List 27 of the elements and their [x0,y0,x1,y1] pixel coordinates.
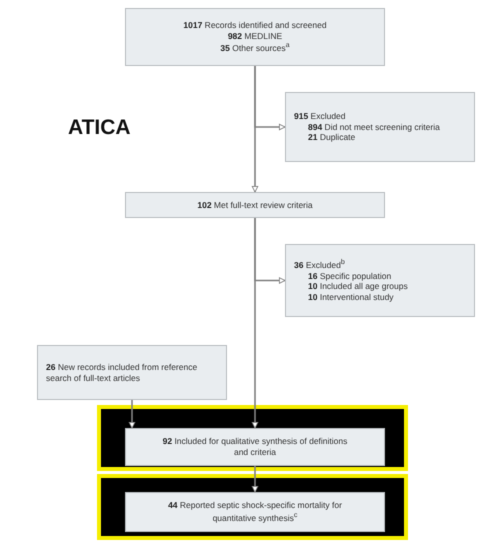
process-box [125,492,385,532]
box-text: 894 Did not meet screening criteria [307,122,440,132]
box-text: 36 Excluded$^{b}$ [294,258,345,271]
box-text: 10 Included all age groups [307,281,408,292]
box-text: 102 Met full-text review criteria [196,200,314,210]
process-box [37,345,227,400]
box-text: 982 MEDLINE [226,30,284,42]
box-text: 35 Other sources$^{a}$ [219,41,291,54]
process-box [285,244,475,317]
process-box [285,92,475,162]
arrow [254,66,286,130]
process-box [125,192,385,218]
process-box [125,428,385,466]
box-text: 21 Duplicate [307,132,356,143]
box-text: 26 New records included from reference search of full-text articles [46,362,198,384]
box-text: 1017 Records identified and screened [182,20,328,31]
box-text: 44 Reported septic shock-specific mortality for quantitative synthesis$^{c}$ [167,500,343,524]
box-text: 16 Specific population [307,270,392,282]
arrow [128,400,136,428]
heading-fragment: ATICA [68,116,131,140]
box-text: 915 Excluded [294,111,346,122]
box-text: 92 Included for qualitative synthesis of definitions and criteria [162,436,348,458]
process-box [125,8,385,66]
box-text: 10 Interventional study [307,292,394,303]
arrow [254,218,286,284]
highlight-frame [97,474,408,540]
highlight-frame [97,405,408,471]
